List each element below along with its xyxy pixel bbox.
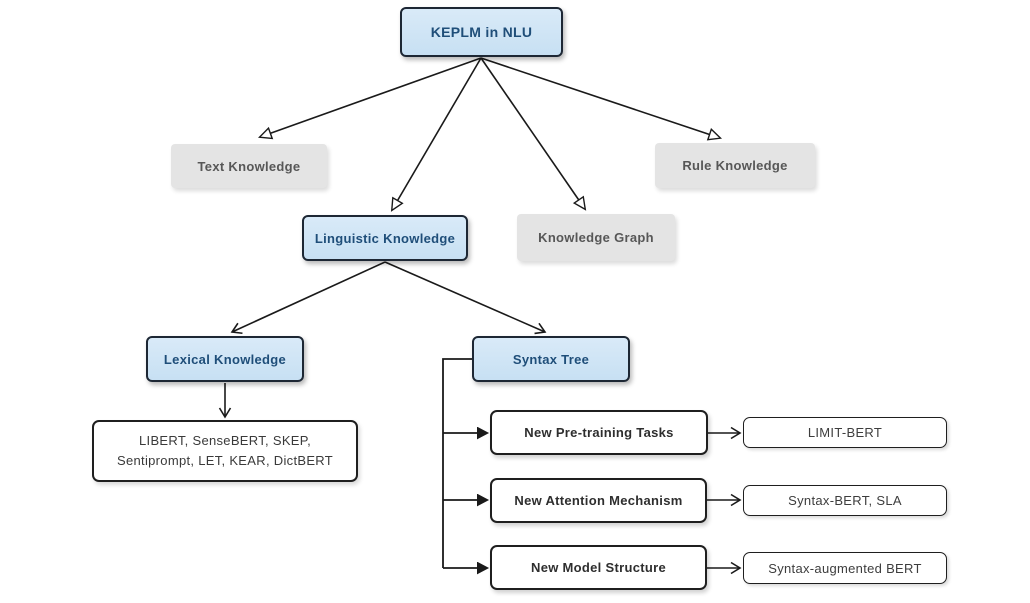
node-syntax-bert-sla: Syntax-BERT, SLA (743, 485, 947, 516)
edge-root-to-text-knowledge (258, 57, 482, 140)
node-lexical-knowledge: Lexical Knowledge (146, 336, 304, 382)
node-keplm-in-nlu: KEPLM in NLU (400, 7, 563, 57)
edge-root-to-rule-knowledge (480, 57, 723, 141)
node-linguistic-knowledge: Linguistic Knowledge (302, 215, 468, 261)
node-lexical-model-list: LIBERT, SenseBERT, SKEP, Sentiprompt, LE… (92, 420, 358, 482)
node-rule-knowledge: Rule Knowledge (655, 143, 815, 188)
edge-root-to-linguistic-knowledge (390, 57, 482, 212)
node-new-pretraining-tasks: New Pre-training Tasks (490, 410, 708, 455)
node-new-model-structure: New Model Structure (490, 545, 707, 590)
edge-linguistic-to-syntax-tree (384, 261, 547, 335)
node-syntax-augmented-bert: Syntax-augmented BERT (743, 552, 947, 584)
node-knowledge-graph: Knowledge Graph (517, 214, 675, 261)
node-text-knowledge: Text Knowledge (171, 144, 327, 188)
edge-linguistic-to-lexical (230, 261, 386, 335)
node-syntax-tree: Syntax Tree (472, 336, 630, 382)
edge-root-to-knowledge-graph (480, 57, 587, 211)
node-new-attention-mechanism: New Attention Mechanism (490, 478, 707, 523)
node-limit-bert: LIMIT-BERT (743, 417, 947, 448)
edge-syntax-tree-trunk (442, 358, 472, 568)
